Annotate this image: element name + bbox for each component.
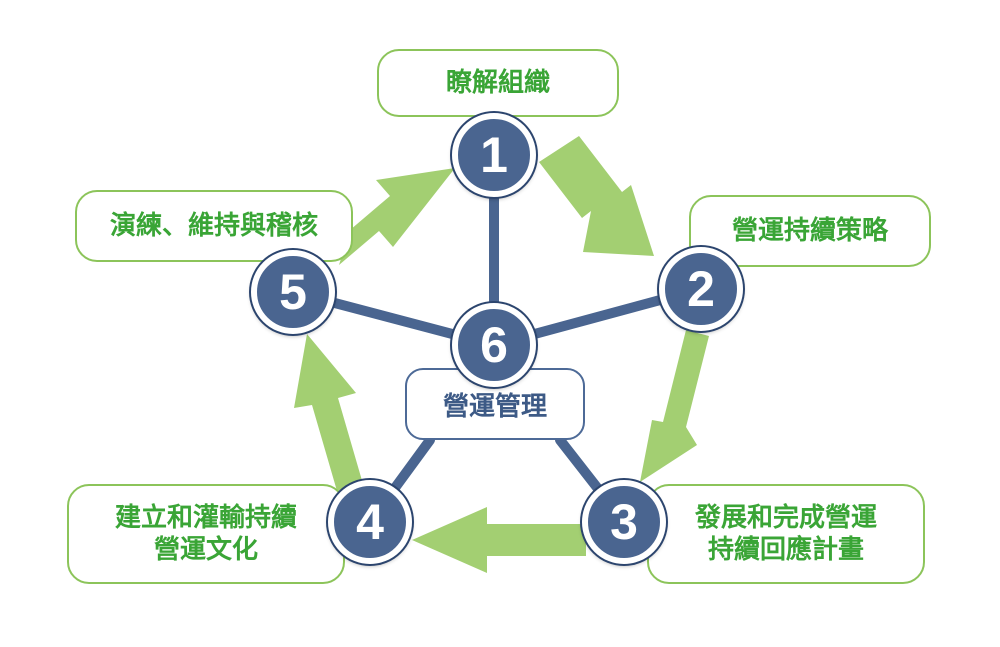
label-bc-strategy: 營運持續策略	[689, 195, 931, 267]
node-number: 4	[356, 494, 384, 550]
label-understand-organization: 瞭解組織	[377, 49, 619, 117]
arrow-5-to-1	[339, 168, 455, 265]
label-line: 發展和完成營運	[694, 502, 877, 533]
label-line: 營運持續策略	[731, 215, 888, 246]
node-number: 3	[610, 494, 638, 550]
label-line: 營運文化	[153, 535, 258, 565]
node-2: 2	[659, 247, 743, 331]
arrow-3-to-4	[412, 507, 586, 573]
label-line: 瞭解組織	[445, 67, 550, 98]
arrow-1-to-2	[539, 136, 654, 256]
node-6: 6	[452, 303, 536, 387]
label-exercise-maintain-audit: 演練、維持與稽核	[75, 190, 353, 262]
label-develop-response-plan: 發展和完成營運 持續回應計畫	[647, 484, 925, 584]
node-1: 1	[452, 113, 536, 197]
node-number: 1	[480, 127, 508, 183]
label-operations-management: 營運管理	[405, 368, 585, 440]
arrow-4-to-5	[294, 334, 363, 491]
node-number: 6	[480, 317, 508, 373]
label-line: 營運管理	[442, 391, 547, 422]
label-line: 持續回應計畫	[707, 535, 864, 565]
label-line: 建立和灌輸持續	[114, 502, 297, 533]
cycle-arrows	[294, 136, 709, 573]
label-line: 演練、維持與稽核	[109, 210, 318, 241]
node-number: 2	[687, 261, 715, 317]
node-3: 3	[582, 480, 666, 564]
node-5: 5	[251, 250, 335, 334]
label-embed-bc-culture: 建立和灌輸持續 營運文化	[67, 484, 345, 584]
arrow-2-to-3	[640, 330, 709, 482]
node-number: 5	[279, 264, 307, 320]
node-4: 4	[328, 480, 412, 564]
